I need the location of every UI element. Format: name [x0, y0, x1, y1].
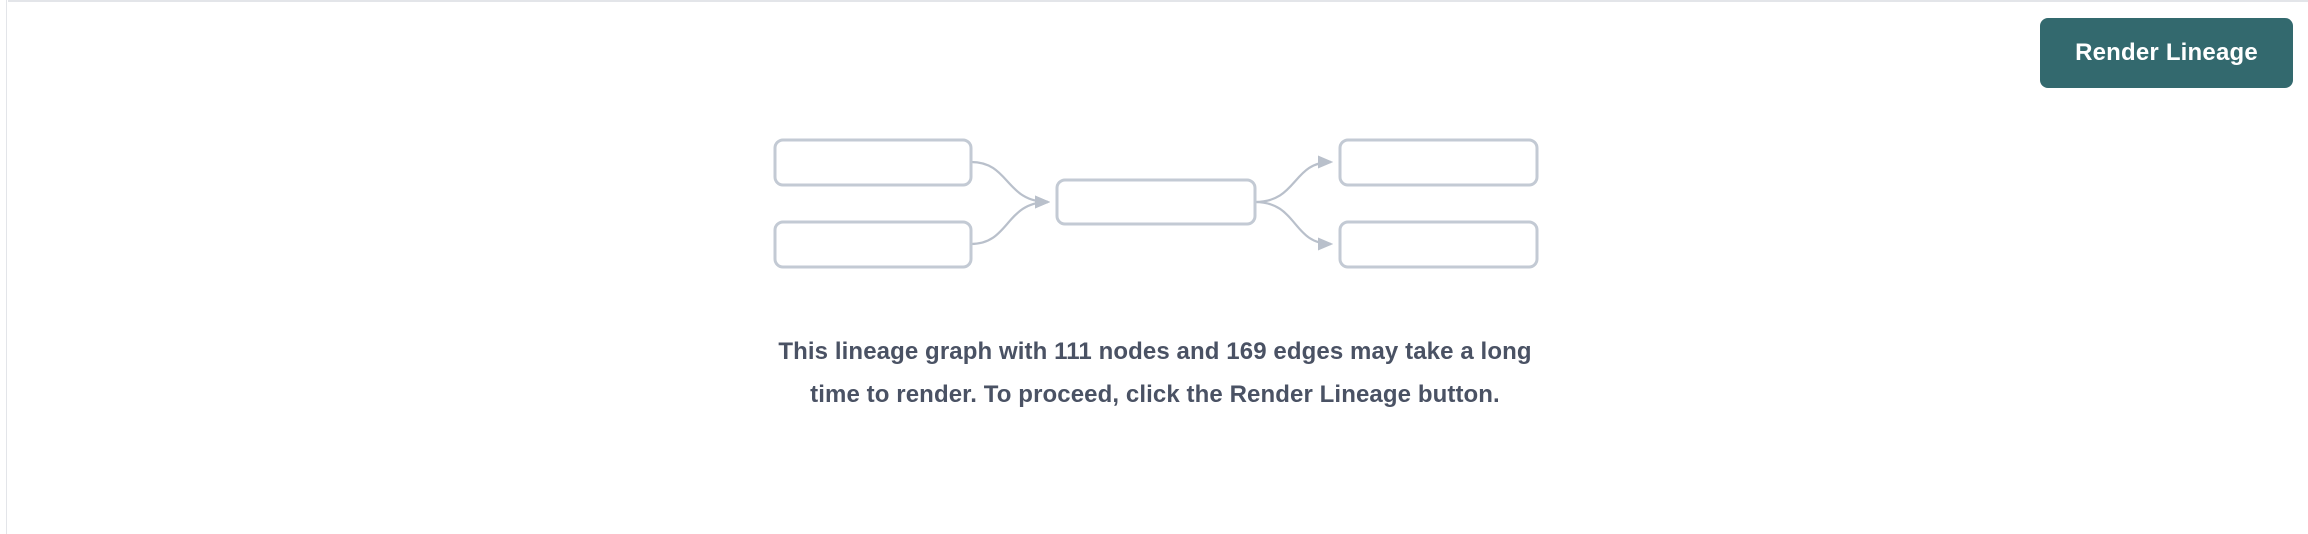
edge-upstream-2-to-center: [970, 195, 1051, 246]
edge-center-to-downstream-1: [1254, 155, 1334, 204]
graph-node-downstream-2: [1338, 220, 1539, 269]
lineage-render-warning-message: This lineage graph with 111 nodes and 16…: [778, 338, 1532, 408]
edge-center-to-downstream-2: [1254, 200, 1334, 251]
graph-node-downstream-1: [1338, 138, 1539, 187]
graph-node-upstream-1: [773, 138, 973, 187]
panel-top-divider: [8, 0, 2308, 2]
edge-upstream-1-to-center: [970, 160, 1051, 209]
panel-left-divider: [6, 0, 7, 534]
lineage-graph-placeholder: [773, 138, 1539, 269]
graph-node-upstream-2: [773, 220, 973, 269]
render-lineage-button[interactable]: Render Lineage: [2040, 18, 2293, 88]
graph-node-center-1: [1055, 178, 1257, 226]
lineage-graph-svg: [773, 138, 1539, 269]
